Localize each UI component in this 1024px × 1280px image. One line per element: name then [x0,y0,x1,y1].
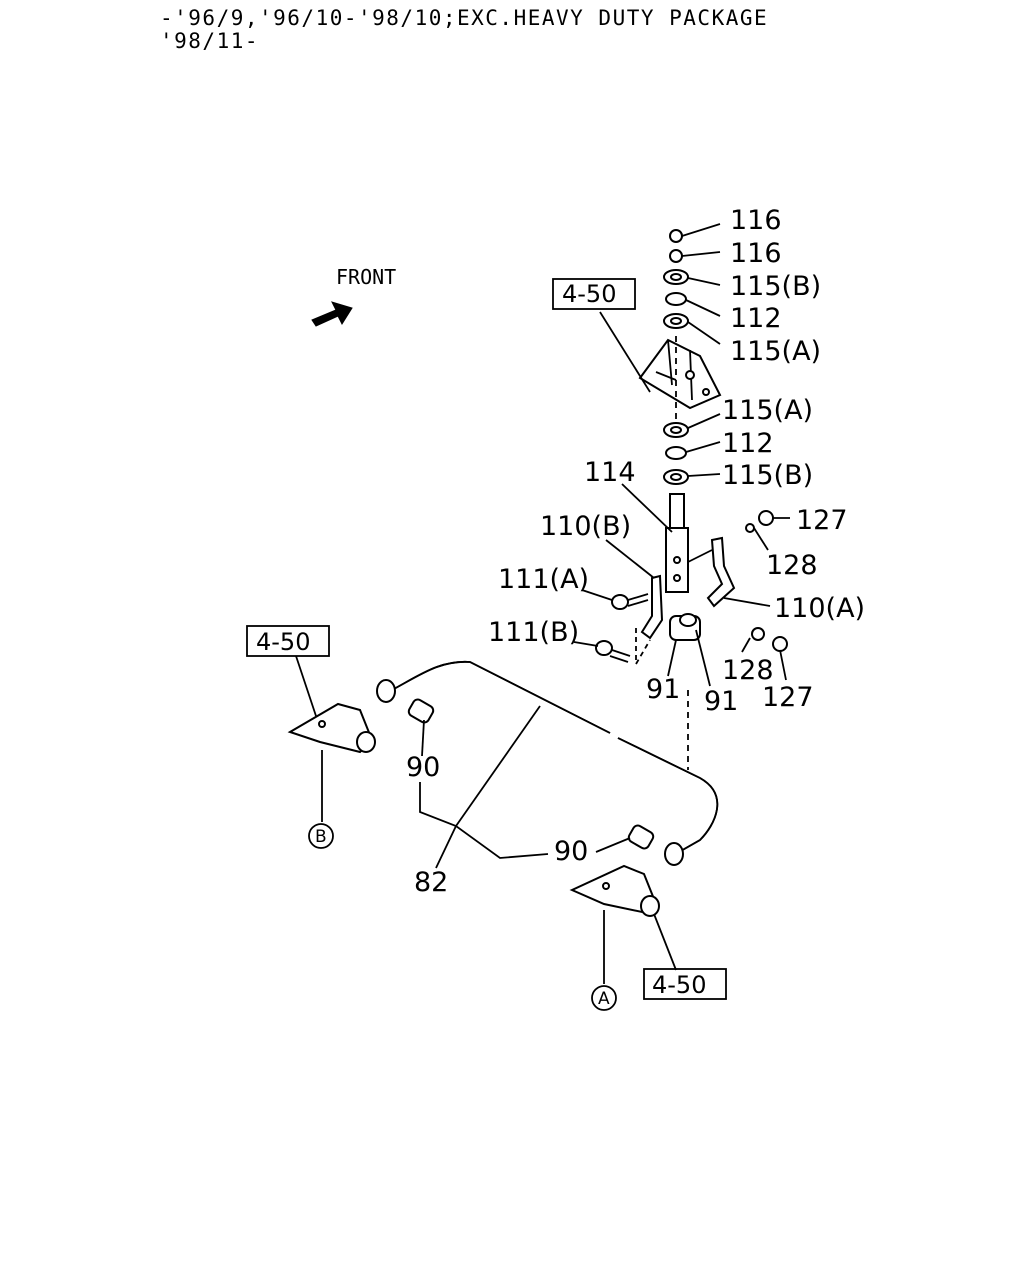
callout-82: 82 [414,867,448,898]
callout-110b: 110(B) [540,511,631,542]
callout-128: 128 [722,655,774,686]
svg-text:4-50: 4-50 [256,628,310,656]
link-rod [665,493,689,593]
callout-91: 91 [646,674,680,705]
callout-127: 127 [796,505,848,536]
washer-stack-upper [663,229,689,329]
callout-91: 91 [704,686,738,717]
callout-112: 112 [722,428,774,459]
clamp-110a [706,536,736,608]
callout-128: 128 [766,550,818,581]
callout-116: 116 [730,205,782,236]
lower-bracket-left [287,702,376,754]
bolt-111a [611,593,649,610]
svg-text:B: B [315,827,327,847]
header-line-1: -'96/9,'96/10-'98/10;EXC.HEAVY DUTY PACK… [160,6,769,30]
callout-127: 127 [762,682,814,713]
svg-text:4-50: 4-50 [562,280,616,308]
nut-127-lower [751,627,788,652]
leader-lines [295,223,790,984]
clamp-110b [640,574,664,640]
nut-127-upper [745,510,774,533]
callout-115a: 115(A) [722,395,813,426]
callout-111b: 111(B) [488,617,579,648]
ref-box-left: 4-50 [246,625,330,657]
bushing-90-right [627,824,655,850]
circle-marker-b: B [308,823,334,849]
bushing-91 [669,613,701,641]
front-label: FRONT [336,265,396,289]
callout-115a: 115(A) [730,336,821,367]
svg-text:A: A [598,989,610,1009]
upper-bracket [638,338,722,410]
callout-90: 90 [406,752,440,783]
callout-111a: 111(A) [498,564,589,595]
callout-112: 112 [730,303,782,334]
svg-text:4-50: 4-50 [652,971,706,999]
callout-116: 116 [730,238,782,269]
ref-box-bottom: 4-50 [643,968,727,1000]
callout-90: 90 [554,836,588,867]
stabilizer-bar [376,660,719,866]
callout-115b: 115(B) [730,271,821,302]
lower-bracket-right [569,864,660,917]
callout-110a: 110(A) [774,593,865,624]
ref-box-top: 4-50 [552,278,636,310]
callout-115b: 115(B) [722,460,813,491]
washer-stack-lower [663,422,689,485]
front-arrow-icon [311,301,353,327]
bushing-90-left [407,698,435,724]
bolt-111b [595,640,631,663]
header-line-2: '98/11- [160,29,260,53]
callout-114: 114 [584,457,636,488]
circle-marker-a: A [591,985,617,1011]
